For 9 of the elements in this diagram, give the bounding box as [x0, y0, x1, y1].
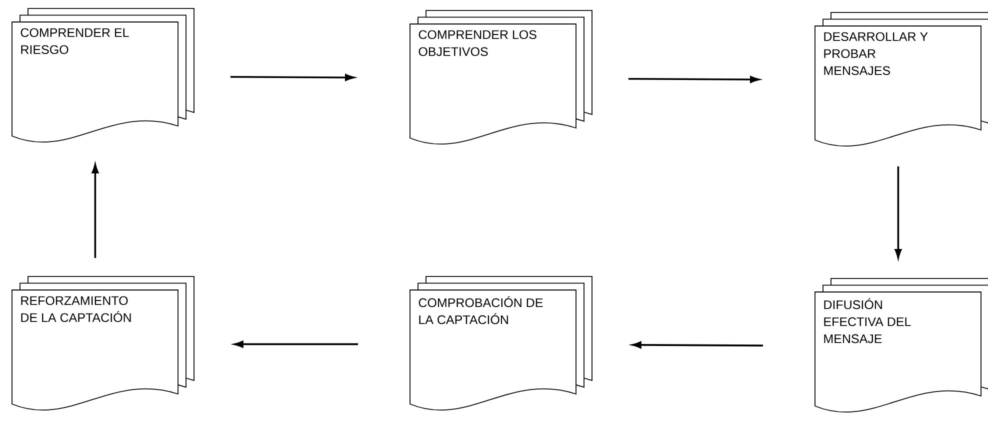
arrow	[632, 341, 764, 348]
document-stack: DIFUSIÓN EFECTIVA DEL MENSAJE	[814, 278, 988, 413]
document-stack: DESARROLLAR Y PROBAR MENSAJES	[814, 12, 988, 147]
document-stack: COMPROBACIÓN DE LA CAPTACIÓN	[410, 276, 592, 411]
document-stack: REFORZAMIENTO DE LA CAPTACIÓN	[12, 276, 194, 411]
document-stack: COMPRENDER EL RIESGO	[12, 8, 194, 143]
arrow	[92, 164, 99, 258]
arrow	[234, 340, 358, 348]
document-stack: COMPRENDER LOS OBJETIVOS	[410, 10, 592, 145]
